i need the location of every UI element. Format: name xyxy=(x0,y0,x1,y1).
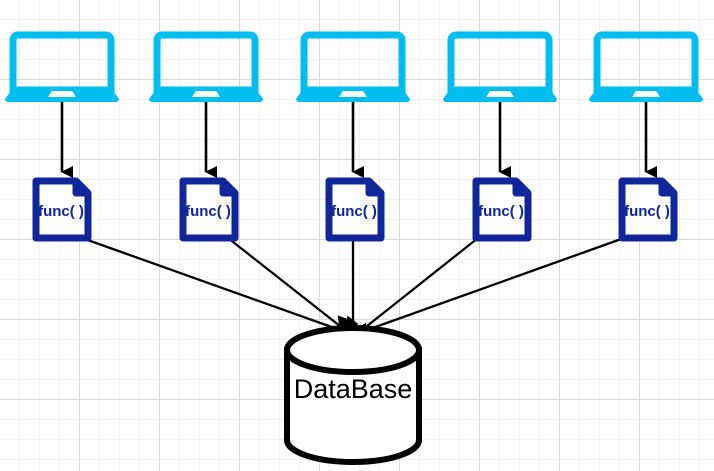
function-label: func( ) xyxy=(38,203,84,220)
client-laptop-4[interactable] xyxy=(443,31,557,102)
function-label: func( ) xyxy=(185,203,231,220)
client-laptop-3[interactable] xyxy=(296,31,410,102)
document-fold-icon xyxy=(219,181,235,197)
client-laptop-5[interactable] xyxy=(589,31,703,102)
client-laptop-2[interactable] xyxy=(149,31,263,102)
connector-func1-database xyxy=(81,236,351,332)
database-top-ellipse xyxy=(284,325,422,375)
database-body xyxy=(284,347,422,465)
function-label: func( ) xyxy=(624,203,670,220)
laptop-notch xyxy=(192,91,220,97)
function-node-1[interactable]: func( ) xyxy=(32,177,92,242)
document-fold-icon xyxy=(365,181,381,197)
laptop-notch xyxy=(486,91,514,97)
function-label: func( ) xyxy=(331,203,377,220)
function-node-5[interactable]: func( ) xyxy=(618,177,678,242)
function-label: func( ) xyxy=(478,203,524,220)
document-fold-icon xyxy=(658,181,674,197)
connector-func4-database xyxy=(361,237,479,345)
laptop-screen xyxy=(300,31,406,94)
laptop-screen xyxy=(593,31,699,94)
database-node[interactable]: DataBase xyxy=(284,325,422,465)
function-node-2[interactable]: func( ) xyxy=(179,177,239,242)
laptop-screen xyxy=(9,31,115,94)
connector-func5-database xyxy=(364,236,625,345)
laptop-notch xyxy=(48,91,76,97)
document-fold-icon xyxy=(512,181,528,197)
laptop-screen xyxy=(153,31,259,94)
function-node-4[interactable]: func( ) xyxy=(472,177,532,242)
connector-func2-database xyxy=(227,237,359,331)
laptop-notch xyxy=(632,91,660,97)
client-laptop-1[interactable] xyxy=(5,31,119,102)
function-node-3[interactable]: func( ) xyxy=(325,177,385,242)
document-fold-icon xyxy=(72,181,88,197)
laptop-notch xyxy=(339,91,367,97)
database-label: DataBase xyxy=(294,374,413,404)
laptop-screen xyxy=(447,31,553,94)
